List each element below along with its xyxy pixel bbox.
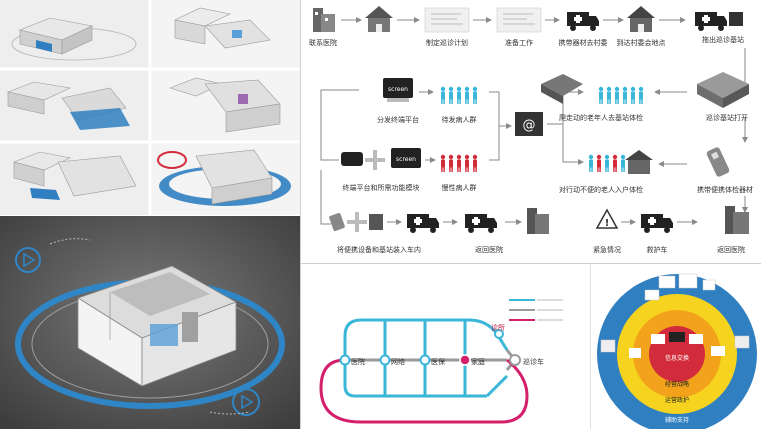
- flow-step-load-vehicle: 将便携设备和基站装入车内: [329, 212, 421, 254]
- flow-step-portable-equipment: 携带便携体检器材: [697, 147, 753, 194]
- play-button-bottom[interactable]: [232, 388, 260, 416]
- service-network-map-svg: 医院 网络 医保 家庭 诊所 巡诊车: [319, 299, 563, 424]
- flow-step-hospital: 联系医院: [309, 8, 337, 47]
- station-family: 家庭: [459, 354, 485, 366]
- render-tile-4: [152, 71, 300, 140]
- play-button-top[interactable]: [15, 247, 41, 273]
- flow-step-station-open: 巡诊基站打开: [697, 72, 749, 122]
- legend: [509, 299, 563, 321]
- render-tile-5: [0, 144, 148, 215]
- step-label: 准备工作: [505, 38, 533, 47]
- station-insurance: 医保: [419, 354, 445, 366]
- divider-horizontal: [301, 263, 761, 264]
- station-network: 网络: [379, 354, 405, 366]
- flow-step-hospital-end: [527, 208, 549, 234]
- service-flowchart: 联系医院 制定巡诊计划 准备工作 携带器材去村委 到达村委会地点: [301, 0, 761, 262]
- service-ring-diagram-svg: 信息交换 经营战略 运营政护 辅助支持: [597, 273, 757, 429]
- email-icon: @: [515, 112, 543, 136]
- step-label: 到达村委会地点: [617, 38, 666, 47]
- step-label: 分发终端平台: [377, 115, 419, 124]
- step-label: 紧急情况: [593, 245, 621, 254]
- station-hospital: 医院: [339, 354, 365, 366]
- flow-step-arrive-village: 到达村委会地点: [617, 6, 666, 47]
- flow-step-tow-base-station: 拖出巡诊基站: [695, 12, 744, 44]
- flow-step-terminal-modules: screen 终端平台和所需功能模块: [341, 148, 421, 192]
- svg-text:!: !: [605, 218, 610, 229]
- base-station-model: [77, 265, 237, 387]
- step-label: 救护车: [647, 245, 668, 254]
- service-flowchart-svg: 联系医院 制定巡诊计划 准备工作 携带器材去村委 到达村委会地点: [309, 6, 753, 254]
- step-label: 制定巡诊计划: [426, 38, 468, 47]
- step-label: 对行动不便的老人入户体检: [559, 185, 643, 194]
- service-network-map: 医院 网络 医保 家庭 诊所 巡诊车: [301, 264, 591, 429]
- station-label: 巡诊车: [523, 357, 544, 366]
- step-label: 携带器材去村委: [559, 38, 608, 47]
- large-render: [0, 216, 300, 429]
- render-tile-2: [152, 0, 300, 67]
- step-label: 拖出巡诊基站: [702, 35, 744, 44]
- large-render-svg: [0, 216, 300, 429]
- step-label: 待发病人群: [442, 115, 477, 124]
- step-label: 爬走动的老年人去基站体检: [559, 113, 643, 122]
- step-label: 返回医院: [717, 245, 745, 254]
- flow-step-emergency: ! 紧急情况: [593, 208, 621, 254]
- station-label: 医院: [351, 357, 365, 366]
- step-label: 巡诊基站打开: [706, 113, 748, 122]
- ring-third-label: 运营政护: [665, 396, 689, 404]
- step-label: 慢性病人群: [442, 183, 477, 192]
- truck-icon: [407, 214, 439, 233]
- email-symbol: @: [523, 118, 536, 133]
- step-label: 联系医院: [309, 38, 337, 47]
- patients-waiting: 待发病人群: [440, 86, 478, 124]
- render-tile-1: [0, 0, 148, 67]
- flow-step-truck-to-village: 携带器材去村委: [559, 12, 608, 47]
- divider-vertical: [300, 0, 301, 429]
- service-ring-diagram: 信息交换 经营战略 运营政护 辅助支持: [591, 264, 761, 429]
- flow-step-elders-to-station: 爬走动的老年人去基站体检: [541, 74, 644, 122]
- patients-chronic: 慢性病人群: [440, 154, 478, 192]
- step-label: 携带便携体检器材: [697, 185, 753, 194]
- station-label: 网络: [391, 357, 405, 366]
- station-vehicle: 巡诊车: [509, 354, 544, 366]
- render-tile-3: [0, 71, 148, 140]
- flow-step-village-house: [365, 6, 393, 32]
- flow-step-return-hospital: 返回医院: [717, 206, 749, 254]
- device-thumbnails: [600, 273, 750, 358]
- render-tile-6: [152, 144, 300, 215]
- flow-step-distribute-terminal: screen 分发终端平台: [377, 78, 419, 124]
- step-label: 将便携设备和基站装入车内: [337, 245, 421, 254]
- step-label: 终端平台和所需功能模块: [343, 183, 420, 192]
- flow-step-home-visit: 对行动不便的老人入户体检: [559, 150, 653, 194]
- flow-step-prepare: 准备工作: [496, 7, 542, 47]
- station-label: 家庭: [471, 357, 485, 366]
- station-label: 医保: [431, 357, 445, 366]
- render-grid: [0, 0, 300, 215]
- flow-step-plan: 制定巡诊计划: [424, 7, 470, 47]
- ring-outer-label: 辅助支持: [665, 416, 689, 424]
- step-label: 返回医院: [475, 245, 503, 254]
- ring-center-label: 信息交换: [665, 354, 689, 362]
- flow-step-ambulance: 救护车: [641, 214, 673, 254]
- screen-label: screen: [388, 86, 408, 93]
- station-label: 诊所: [491, 323, 505, 332]
- screen-label: screen: [396, 156, 416, 163]
- truck-icon-return: 返回医院: [465, 214, 503, 254]
- divider-vertical-bottom: [590, 264, 591, 429]
- render-grid-svg: [0, 0, 300, 215]
- station-clinic: 诊所: [491, 323, 505, 339]
- ring-second-label: 经营战略: [665, 380, 689, 388]
